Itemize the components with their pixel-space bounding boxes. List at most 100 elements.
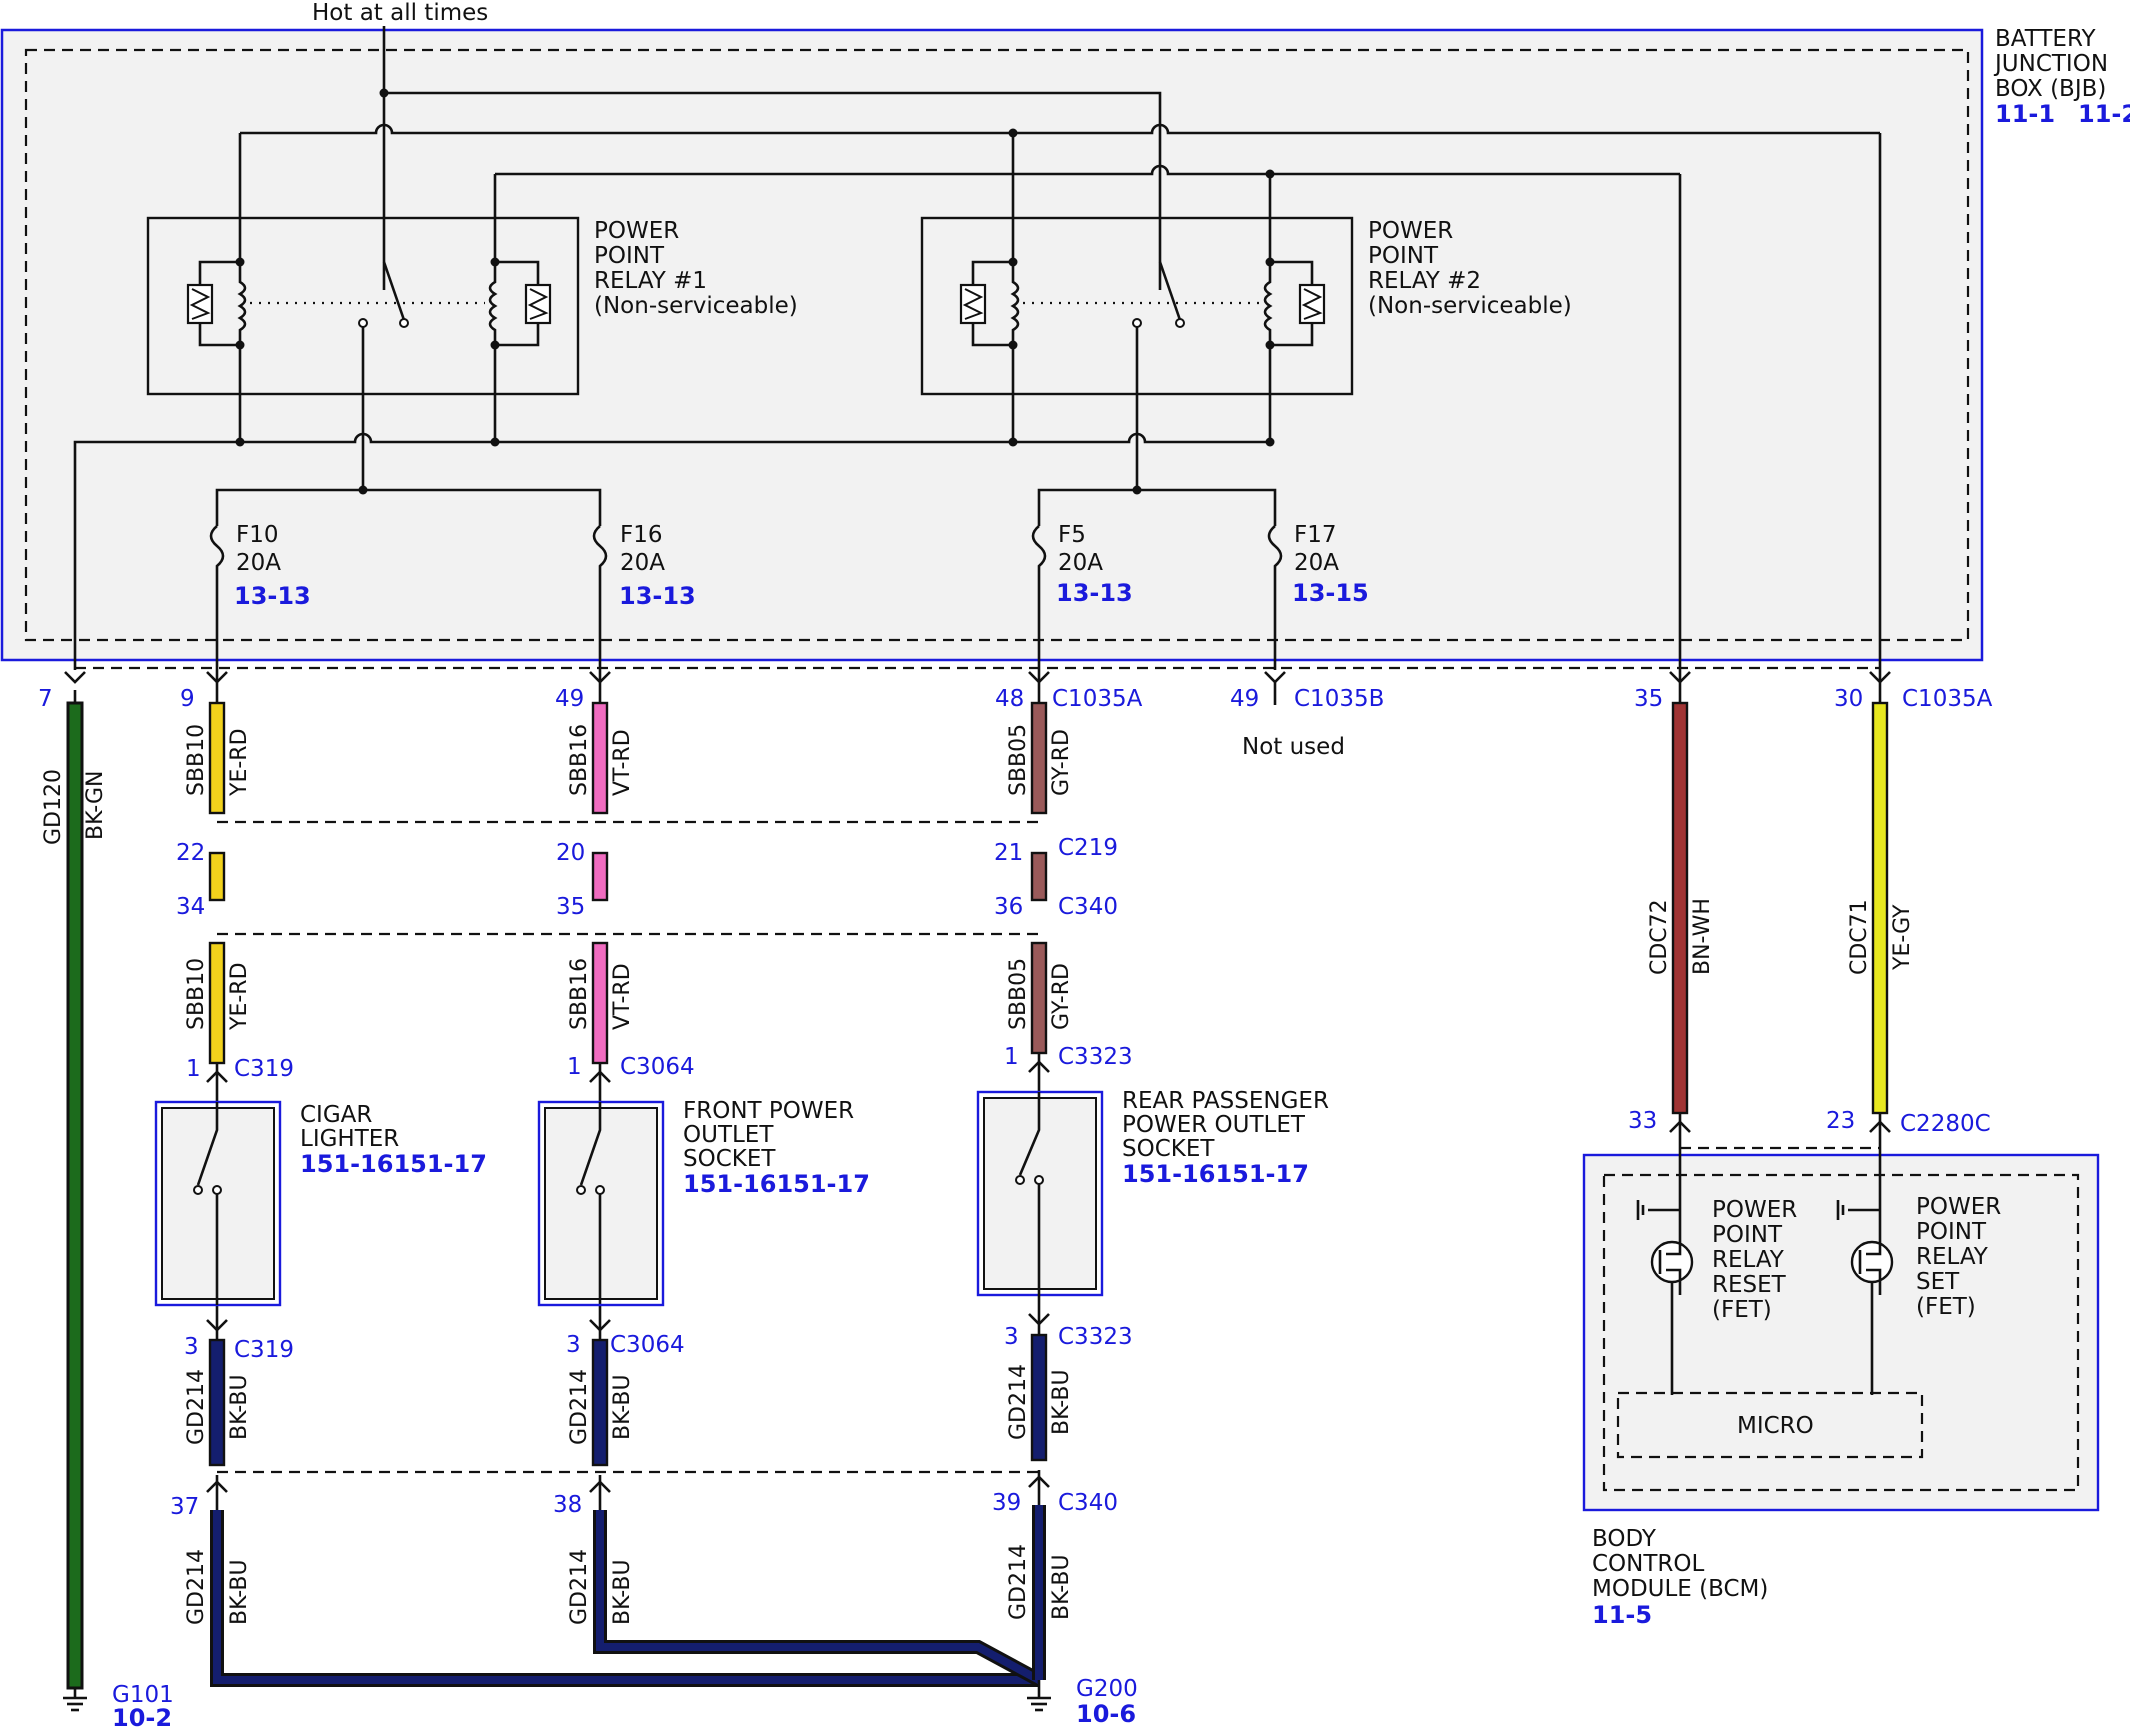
relay-1-line-4: (Non-serviceable)	[594, 293, 798, 319]
connector-arrows	[64, 671, 1891, 1493]
pin-f16: 49	[555, 686, 584, 712]
front-outlet-line-3: SOCKET	[683, 1146, 776, 1172]
rear-outlet-ref[interactable]: 151-16151-17	[1122, 1160, 1309, 1188]
pin-c340b-2: 38	[553, 1492, 582, 1518]
rear-outlet-line-1: REAR PASSENGER	[1122, 1088, 1329, 1114]
pin-c3064-top: 1	[567, 1054, 582, 1080]
pin-c3323-bot: 3	[1004, 1324, 1019, 1350]
pin-set: 30	[1834, 686, 1863, 712]
body-control-module: MICRO POWER POINT RELAY RESET (FET) POWE…	[1582, 1148, 2100, 1629]
bjb-ref-1[interactable]: 11-1	[1995, 100, 2055, 128]
wire-sbb05-color-1: GY-RD	[1049, 729, 1074, 796]
bcm-title-line-3: MODULE (BCM)	[1592, 1576, 1768, 1602]
bcm-reset-line-4: RESET	[1712, 1272, 1787, 1298]
rear-outlet-line-2: POWER OUTLET	[1122, 1112, 1306, 1138]
pin-f10: 9	[180, 686, 195, 712]
wire-gd214-circuit-4: GD214	[184, 1549, 209, 1625]
bcm-set-line-4: SET	[1916, 1269, 1960, 1295]
relay-1-line-2: POINT	[594, 243, 665, 269]
fuse-feeds	[73, 345, 1283, 670]
connector-c340b: C340	[1058, 1490, 1118, 1516]
wire-sbb16-color-1: VT-RD	[610, 729, 635, 796]
fuse-f5-name: F5	[1058, 522, 1086, 548]
fuse-f17-ref[interactable]: 13-15	[1292, 579, 1369, 607]
ground-g101-name: G101	[112, 1682, 174, 1708]
pin-bjb-ground: 7	[38, 686, 53, 712]
bjb-ref-2[interactable]: 11-2	[2078, 100, 2130, 128]
wire-gd214-circuit-2: GD214	[567, 1369, 592, 1445]
bcm-title-line-1: BODY	[1592, 1526, 1657, 1552]
ground-g200: G200 10-6	[1027, 1676, 1138, 1728]
pin-c340b-1: 37	[170, 1494, 199, 1520]
connector-c1035a-left: C1035A	[1052, 686, 1143, 712]
wire-gd120	[66, 690, 84, 1690]
pin-c340a-2: 35	[556, 894, 585, 920]
wire-cdc72-color: BN-WH	[1690, 898, 1715, 975]
relay-2-line-2: POINT	[1368, 243, 1439, 269]
relay-2-line-3: RELAY #2	[1368, 268, 1481, 294]
relay-2-line-4: (Non-serviceable)	[1368, 293, 1572, 319]
wire-cdc72	[1671, 670, 1689, 1148]
pin-c340a-3: 36	[994, 894, 1023, 920]
wire-sbb10-circuit-1: SBB10	[184, 724, 209, 796]
fuse-f10-ref[interactable]: 13-13	[234, 582, 311, 610]
wire-gd214-color-4: BK-BU	[227, 1559, 252, 1625]
relay-1-line-1: POWER	[594, 218, 679, 244]
pin-bcm-reset: 33	[1628, 1108, 1657, 1134]
bcm-ref[interactable]: 11-5	[1592, 1601, 1652, 1629]
wire-sbb05-circuit-1: SBB05	[1006, 724, 1031, 796]
connector-c3323-bot: C3323	[1058, 1324, 1133, 1350]
pin-bcm-set: 23	[1826, 1108, 1855, 1134]
pin-c3064-bot: 3	[566, 1332, 581, 1358]
bcm-reset-line-1: POWER	[1712, 1197, 1797, 1223]
wire-cdc71-circuit: CDC71	[1847, 899, 1872, 975]
ground-g200-ref[interactable]: 10-6	[1076, 1700, 1136, 1728]
wire-sbb16	[591, 670, 609, 1102]
wire-gd214-color-6: BK-BU	[1049, 1554, 1074, 1620]
pin-c319-bot: 3	[184, 1334, 199, 1360]
bcm-set-line-2: POINT	[1916, 1219, 1987, 1245]
fuse-f16-ref[interactable]: 13-13	[619, 582, 696, 610]
pin-c219-2: 20	[556, 840, 585, 866]
wire-gd214-color-5: BK-BU	[610, 1559, 635, 1625]
bcm-micro: MICRO	[1737, 1413, 1814, 1439]
wire-sbb05	[1030, 670, 1048, 1092]
connector-c319-top: C319	[234, 1056, 294, 1082]
wire-gd120-color: BK-GN	[83, 771, 108, 840]
wire-cdc71	[1871, 670, 1889, 1148]
fuse-f17-name: F17	[1294, 522, 1337, 548]
fuse-f5-ref[interactable]: 13-13	[1056, 579, 1133, 607]
supply-label: Hot at all times	[312, 0, 488, 26]
relay-1-line-3: RELAY #1	[594, 268, 707, 294]
wire-sbb16-circuit-1: SBB16	[567, 724, 592, 796]
bcm-title-line-2: CONTROL	[1592, 1551, 1705, 1577]
wire-gd214	[208, 1300, 1048, 1687]
pin-f5: 48	[995, 686, 1024, 712]
pin-c340b-3: 39	[992, 1490, 1021, 1516]
wire-sbb05-color-2: GY-RD	[1049, 963, 1074, 1030]
power-point-relay-2: POWER POINT RELAY #2 (Non-serviceable)	[920, 216, 1572, 440]
wire-sbb16-color-2: VT-RD	[610, 963, 635, 1030]
fuse-f10-name: F10	[236, 522, 279, 548]
ground-g101-ref[interactable]: 10-2	[112, 1704, 172, 1728]
connector-c1035a-right: C1035A	[1902, 686, 1993, 712]
bjb-title-line-2: JUNCTION	[1993, 51, 2108, 77]
cigar-lighter-ref[interactable]: 151-16151-17	[300, 1150, 487, 1178]
pin-c219-3: 21	[994, 840, 1023, 866]
fuse-f5-rating: 20A	[1058, 550, 1103, 576]
wire-cdc71-color: YE-GY	[1890, 904, 1915, 971]
wire-gd120-circuit: GD120	[41, 769, 66, 845]
wire-sbb16-circuit-2: SBB16	[567, 958, 592, 1030]
ground-g101: G101 10-2	[63, 1682, 174, 1728]
connector-c3064-top: C3064	[620, 1054, 695, 1080]
front-outlet-line-2: OUTLET	[683, 1122, 774, 1148]
fuse-f10-rating: 20A	[236, 550, 281, 576]
rear-outlet-line-3: SOCKET	[1122, 1136, 1215, 1162]
wire-sbb05-circuit-2: SBB05	[1006, 958, 1031, 1030]
bcm-set-line-1: POWER	[1916, 1194, 2001, 1220]
wire-gd214-circuit-6: GD214	[1006, 1544, 1031, 1620]
cigar-lighter-line-1: CIGAR	[300, 1102, 372, 1128]
front-outlet-ref[interactable]: 151-16151-17	[683, 1170, 870, 1198]
connector-c3323-top: C3323	[1058, 1044, 1133, 1070]
front-outlet-line-1: FRONT POWER	[683, 1098, 854, 1124]
